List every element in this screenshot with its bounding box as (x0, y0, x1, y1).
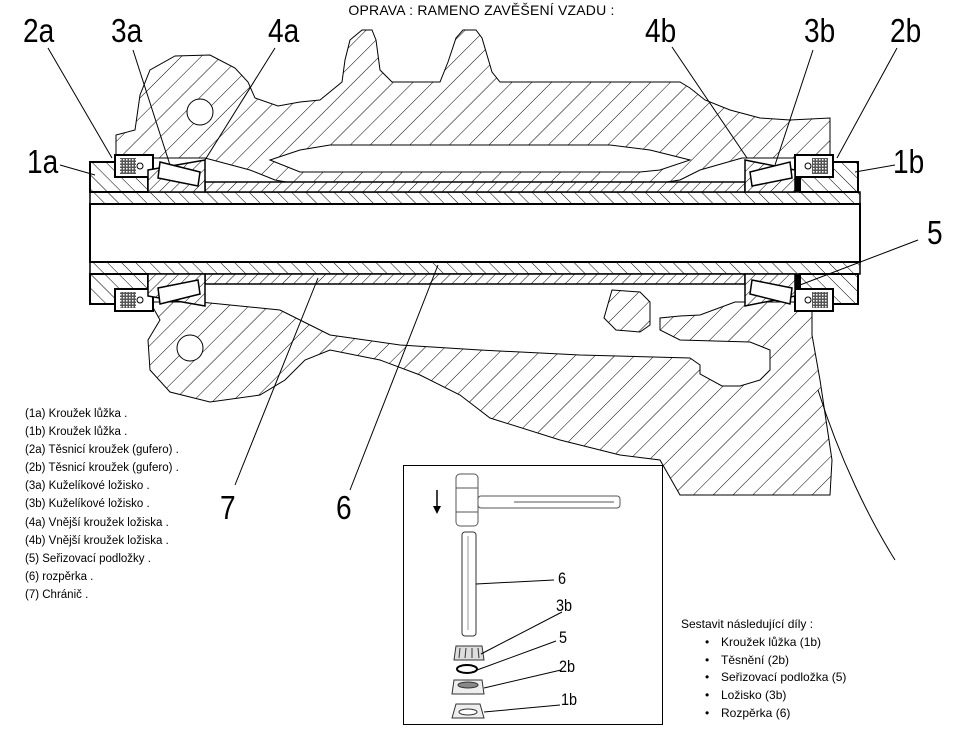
legend-item: (4b) Vnější kroužek ložiska . (25, 534, 169, 547)
callout-1a: 1a (27, 143, 59, 180)
callout-1b: 1b (893, 143, 925, 180)
legend-item: (2a) Těsnicí kroužek (gufero) . (25, 444, 179, 457)
shim-part-5 (456, 664, 478, 674)
seal-part-2b (451, 679, 485, 695)
inset-leader-lines (475, 579, 563, 713)
parts-legend: (1a) Kroužek lůžka . (1b) Kroužek lůžka … (25, 405, 179, 604)
assembly-step: Těsnění (2b) (705, 652, 846, 670)
callout-2b: 2b (890, 12, 922, 49)
assembly-step: Seřizovací podložka (5) (705, 669, 846, 687)
left-bearing-assembly (89, 154, 206, 312)
callout-4b: 4b (645, 12, 677, 49)
callout-2a: 2a (23, 12, 55, 49)
legend-item: (7) Chránič . (25, 588, 89, 601)
ring-part-1b (451, 703, 485, 719)
spacer-part-6 (461, 531, 477, 637)
inset-label-3b: 3b (556, 596, 573, 615)
inset-label-5: 5 (559, 628, 568, 647)
assembly-steps-heading: Sestavit následující díly : (681, 617, 814, 631)
shaft-tube (89, 191, 861, 275)
callout-7: 7 (220, 489, 236, 526)
legend-item: (5) Seřizovací podložky . (25, 552, 151, 565)
assembly-step: Ložisko (3b) (705, 687, 846, 705)
legend-item: (3b) Kuželíkové ložisko . (25, 498, 150, 511)
leader-lines (47, 46, 919, 491)
callout-3a: 3a (111, 12, 143, 49)
legend-item: (4a) Vnější kroužek ložiska . (25, 516, 169, 529)
legend-item: (2b) Těsnicí kroužek (gufero) . (25, 462, 179, 475)
down-arrow-icon (433, 490, 441, 514)
legend-item: (1b) Kroužek lůžka . (25, 426, 128, 439)
swing-arm-housing-lower (118, 289, 896, 561)
assembly-illustration (433, 473, 621, 719)
callout-4a: 4a (268, 12, 300, 49)
assembly-steps-list: Kroužek lůžka (1b) Těsnění (2b) Seřizova… (681, 634, 846, 723)
page-title: OPRAVA : RAMENO ZAVĚŠENÍ VZADU : (348, 2, 615, 18)
swing-arm-housing-upper (115, 29, 831, 189)
callout-3b: 3b (804, 12, 836, 49)
inset-label-1b: 1b (561, 690, 578, 709)
legend-item: (3a) Kuželíkové ložisko . (25, 480, 150, 493)
callout-6: 6 (336, 489, 352, 526)
bearing-part-3b (453, 645, 485, 661)
legend-item: (1a) Kroužek lůžka . (25, 408, 128, 420)
right-bearing-assembly (744, 154, 859, 312)
inset-label-2b: 2b (559, 657, 576, 676)
assembly-step: Rozpěrka (6) (705, 705, 846, 723)
hammer-icon (455, 473, 621, 527)
callout-5: 5 (927, 214, 943, 251)
assembly-step: Kroužek lůžka (1b) (705, 634, 846, 652)
inset-label-6: 6 (558, 569, 567, 588)
legend-item: (6) rozpěrka . (25, 570, 94, 583)
assembly-inset: 6 3b 5 2b 1b (403, 465, 663, 725)
assembly-steps: Sestavit následující díly : Kroužek lůžk… (681, 616, 846, 723)
